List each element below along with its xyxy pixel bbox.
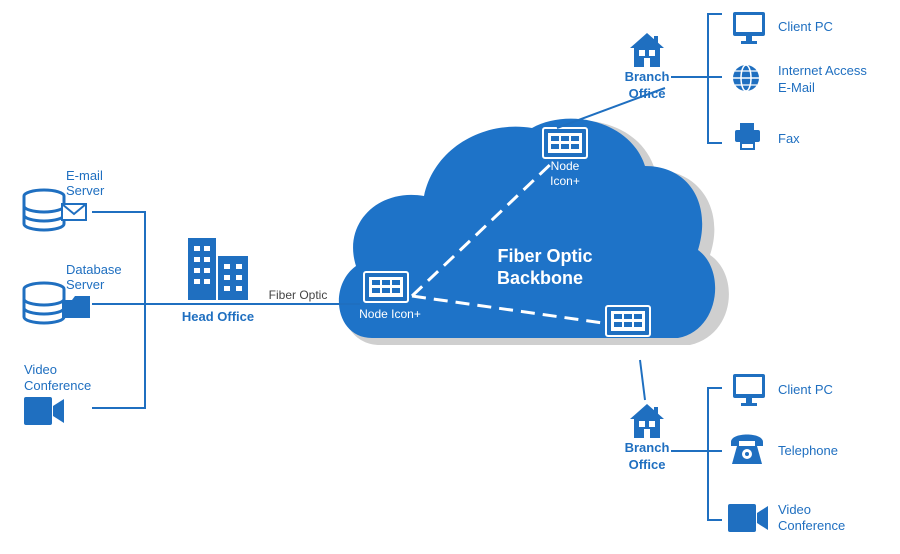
telephone-label: Telephone xyxy=(778,443,838,458)
video-conference-right[interactable]: Video Conference xyxy=(728,502,845,533)
telephone-icon xyxy=(731,434,763,464)
node-icon xyxy=(363,271,409,303)
branch-bottom-label-line2: Office xyxy=(629,457,666,472)
node-left[interactable]: Node Icon+ xyxy=(359,271,421,321)
branch-bottom-label-line1: Branch xyxy=(625,440,670,455)
globe-icon xyxy=(733,64,759,92)
branch-office-bottom[interactable]: Branch Office xyxy=(625,404,670,472)
video-camera-icon xyxy=(24,397,64,425)
video-conference-left[interactable]: Video Conference xyxy=(24,362,91,425)
database-server[interactable]: Database Server xyxy=(22,262,122,325)
monitor-icon xyxy=(733,12,765,44)
backbone-link-left-top xyxy=(410,158,557,298)
backbone-link-left-bottom xyxy=(411,294,611,326)
node-top-label-line2: Icon+ xyxy=(550,174,580,188)
branch-top-link xyxy=(556,87,666,129)
head-office-label: Head Office xyxy=(182,309,254,324)
cloud-backbone: Fiber Optic Backbone xyxy=(338,118,729,345)
fax-label: Fax xyxy=(778,131,800,146)
node-top[interactable]: Node Icon+ xyxy=(542,127,588,188)
branch-top-label-line2: Office xyxy=(629,86,666,101)
branch-office-top[interactable]: Branch Office xyxy=(625,33,670,101)
branch-bottom-link xyxy=(639,359,646,401)
internet-access[interactable]: Internet Access E-Mail xyxy=(733,63,867,95)
video-conference-left-label-line2: Conference xyxy=(24,378,91,393)
cloud-body xyxy=(338,118,716,339)
cloud-title-line2: Backbone xyxy=(497,268,583,288)
internet-access-label-line2: E-Mail xyxy=(778,80,815,95)
telephone[interactable]: Telephone xyxy=(731,434,838,465)
house-icon xyxy=(630,33,664,67)
video-conference-right-label-line2: Conference xyxy=(778,518,845,533)
database-server-icon xyxy=(22,281,90,325)
email-server-label-line1: E-mail xyxy=(66,168,103,183)
email-server-icon xyxy=(22,188,87,232)
client-pc-bottom-label: Client PC xyxy=(778,382,833,397)
email-server-label-line2: Server xyxy=(66,183,105,198)
head-office[interactable]: Head Office xyxy=(182,238,254,324)
monitor-icon xyxy=(733,374,765,406)
node-icon xyxy=(605,305,651,337)
fax-icon xyxy=(735,123,760,150)
branch-top-bracket xyxy=(671,13,722,144)
server-bracket xyxy=(92,211,146,409)
node-bottom[interactable]: Node Icon+ xyxy=(601,305,663,358)
fax[interactable]: Fax xyxy=(735,123,800,150)
database-server-label-line1: Database xyxy=(66,262,122,277)
client-pc-top-label: Client PC xyxy=(778,19,833,34)
office-building-icon xyxy=(188,238,248,300)
client-pc-bottom[interactable]: Client PC xyxy=(733,374,833,406)
node-icon xyxy=(542,127,588,159)
video-conference-right-label-line1: Video xyxy=(778,502,811,517)
database-server-label-line2: Server xyxy=(66,277,105,292)
branch-bottom-bracket xyxy=(671,387,722,521)
video-camera-icon xyxy=(728,504,768,532)
video-conference-left-label-line1: Video xyxy=(24,362,57,377)
cloud-title-line1: Fiber Optic xyxy=(497,246,592,266)
node-top-label-line1: Node xyxy=(551,159,580,173)
house-icon xyxy=(630,404,664,438)
email-server[interactable]: E-mail Server xyxy=(22,168,105,232)
client-pc-top[interactable]: Client PC xyxy=(733,12,833,44)
internet-access-label-line1: Internet Access xyxy=(778,63,867,78)
node-bottom-label: Node Icon+ xyxy=(601,344,663,358)
node-left-label: Node Icon+ xyxy=(359,307,421,321)
branch-top-label-line1: Branch xyxy=(625,69,670,84)
fiber-link-label: Fiber Optic xyxy=(269,288,328,302)
